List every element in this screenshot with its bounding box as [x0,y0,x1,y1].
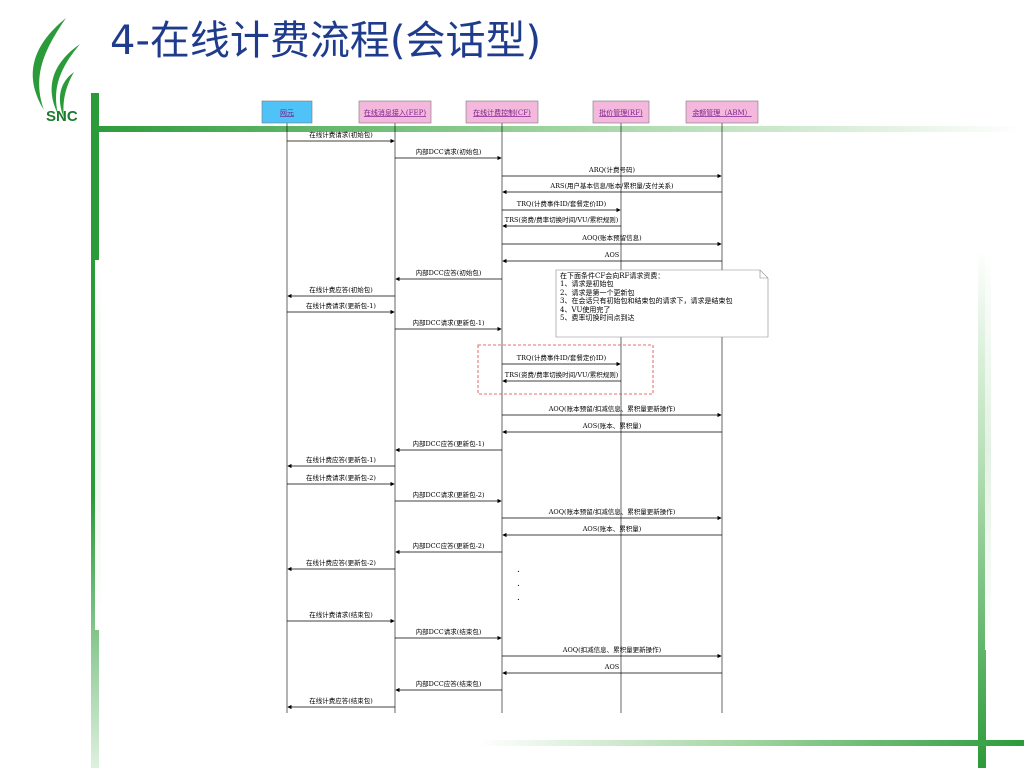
participant-label: 在线计费控制(CF) [473,108,531,117]
message-label: 内部DCC请求(结束包) [416,627,482,636]
message-label: TRS(资费/费率切换时间/VU/累积规则) [505,370,619,379]
note-line: 3、在会话只有初始包和结束包的请求下，请求是结束包 [560,297,733,306]
participant-box [261,100,313,124]
message-label: TRQ(计费事件ID/套餐定价ID) [517,353,607,362]
participant-label: 余额管理（ABM） [692,108,751,117]
message-label: 在线计费请求(结束包) [309,610,373,619]
note-box: 在下面条件CF会向RF请求资费： 1、请求是初始包 2、请求是第一个更新包 3、… [556,270,768,336]
message-label: AOS [604,663,619,671]
ellipsis-dot: . [517,565,520,575]
message-label: 内部DCC应答(更新包-1) [412,439,485,448]
note-line: 4、VU使用完了 [560,305,611,314]
message-label: 在线计费应答(初始包) [309,285,373,294]
message-label: 在线计费应答(更新包-2) [306,558,376,567]
message-label: AOQ(账本预留/扣减信息、累积量更新操作) [548,507,676,516]
message-label: 在线计费应答(结束包) [309,696,373,705]
participant-box [685,100,759,124]
participant-label: 在线消息接入(FEP) [364,108,426,117]
note-line: 在下面条件CF会向RF请求资费： [560,272,665,280]
faint-bar-right [985,250,991,650]
note-line: 5、费率切换时间点到达 [560,314,635,323]
snc-logo [32,18,80,118]
faint-bar-left [95,260,101,630]
green-vertical-bar-right [978,250,986,768]
note-box-border [555,269,769,338]
message-label: AOS(账本、累积量) [582,524,642,533]
participant-box [465,100,539,124]
note-line: 1、请求是初始包 [560,280,614,289]
message-label: 内部DCC请求(初始包) [416,147,482,156]
message-label: TRQ(计费事件ID/套餐定价ID) [517,199,607,208]
participant-label: 批价管理(RF) [599,108,643,117]
message-label: 内部DCC应答(初始包) [416,268,482,277]
participant-box [358,100,432,124]
green-horizontal-bar-bottom [480,740,1024,746]
message-label: ARS(用户基本信息/账本/累积量/支付关系) [549,181,674,190]
message-label: ARQ(计费号码) [588,165,635,174]
ellipsis-dot: . [517,579,520,589]
ellipsis-dot: . [517,593,520,603]
message-label: AOQ(账本预留/扣减信息、累积量更新操作) [548,404,676,413]
message-label: AOS [604,251,619,259]
message-label: 在线计费请求(更新包-1) [306,301,376,310]
page-title: 4-在线计费流程(会话型) [110,18,542,64]
message-label: 内部DCC应答(更新包-2) [412,541,485,550]
message-label: 内部DCC请求(更新包-1) [412,318,485,327]
participant-label: 网元 [280,109,294,117]
message-label: 内部DCC请求(更新包-2) [412,490,485,499]
dashed-highlight [477,344,654,395]
note-line: 2、请求是第一个更新包 [560,288,635,297]
logo-text: SNC [46,108,78,125]
message-label: 在线计费请求(初始包) [309,130,373,139]
message-label: TRS(资费/费率切换时间/VU/累积规则) [505,215,619,224]
message-label: AOQ(账本预留信息) [581,233,642,242]
message-label: 在线计费应答(更新包-1) [306,455,376,464]
message-label: AOQ(扣减信息、累积量更新操作) [562,645,662,654]
note-fold [759,270,768,279]
green-horizontal-bar-top [91,126,1024,132]
participant-box [592,100,650,124]
message-label: 在线计费请求(更新包-2) [306,473,376,482]
message-label: 内部DCC应答(结束包) [416,679,482,688]
message-label: AOS(账本、累积量) [582,421,642,430]
